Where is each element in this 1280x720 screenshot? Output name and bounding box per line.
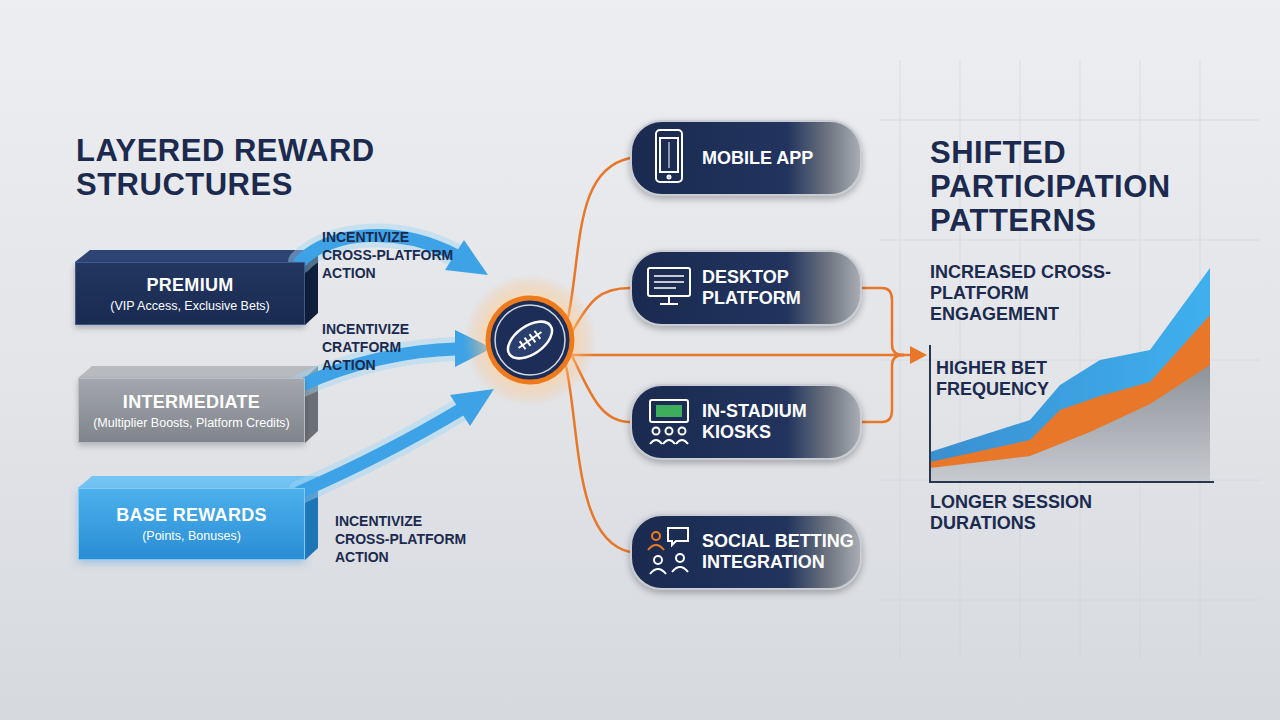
person-head [654, 556, 662, 564]
tier-box: BASE REWARDS (Points, Bonuses) [78, 488, 305, 560]
node-title: DESKTOP PLATFORM [702, 267, 862, 309]
monitor-row [654, 275, 684, 277]
arrow-body [300, 410, 460, 492]
grid-line [880, 600, 1260, 601]
person-body [650, 440, 688, 444]
arrow-label: INCENTIVIZE CROSS-PLATFORM ACTION [335, 512, 470, 566]
football-body [501, 314, 558, 366]
platform-pill: SOCIAL BETTING INTEGRATION [630, 514, 862, 590]
football-icon [501, 314, 558, 366]
kiosk-field [656, 405, 682, 417]
person-body [672, 567, 688, 572]
arrow-head [450, 389, 494, 426]
chat-bubble [668, 528, 688, 545]
outcome-text: LONGER SESSION DURATIONS [930, 492, 1115, 534]
kiosk-icon [650, 400, 688, 444]
person-head [652, 532, 660, 540]
football-lace [525, 338, 531, 346]
orange-line [566, 366, 630, 552]
chart-area [930, 315, 1210, 482]
monitor-row [654, 287, 676, 289]
tier-box: PREMIUM (VIP Access, Exclusive Bets) [75, 262, 305, 325]
orange-line [572, 354, 912, 357]
section-heading: SHIFTED PARTICIPATION PATTERNS [930, 136, 1230, 238]
hub-ring [495, 305, 565, 375]
box-top-face [78, 366, 318, 378]
monitor-outline [648, 268, 690, 296]
section-heading: LAYERED REWARD STRUCTURES [76, 134, 406, 202]
person-head [666, 428, 673, 435]
kiosk-screen [650, 400, 688, 422]
node-title: SOCIAL BETTING INTEGRATION [702, 531, 862, 573]
football-lace [535, 331, 541, 339]
phone-screen [660, 138, 678, 172]
phone-button [668, 176, 671, 179]
outcome-text: INCREASED CROSS-PLATFORM ENGAGEMENT [930, 262, 1115, 325]
arrow-label: INCENTIVIZE CROSS-PLATFORM ACTION [322, 228, 457, 282]
node-title: MOBILE APP [702, 148, 862, 169]
desktop-icon [648, 268, 690, 304]
football-lace [530, 334, 536, 342]
chart-axis [929, 345, 931, 483]
orange-line [860, 355, 904, 422]
grid-line [880, 120, 1260, 121]
social-icon [648, 528, 688, 574]
node-title: IN-STADIUM KIOSKS [702, 401, 862, 443]
monitor-row [654, 281, 684, 283]
monitor-base [660, 303, 678, 305]
node-title: INTERMEDIATE [123, 392, 260, 413]
arrow-head [910, 346, 927, 364]
person-head [653, 428, 660, 435]
arrow-glow [300, 410, 460, 492]
person-head [679, 428, 686, 435]
phone-outline [656, 130, 682, 182]
chart-axis [929, 481, 1214, 483]
node-subtitle: (Multiplier Boosts, Platform Credits) [93, 416, 290, 430]
person-body [650, 569, 666, 574]
node-title: BASE REWARDS [116, 505, 267, 526]
outcome-text: HIGHER BET FREQUENCY [936, 358, 1071, 400]
hub-glow [464, 274, 596, 406]
orange-line [860, 288, 904, 355]
person-head [676, 554, 684, 562]
node-subtitle: (VIP Access, Exclusive Bets) [110, 299, 270, 313]
person-body [648, 545, 664, 550]
platform-pill: IN-STADIUM KIOSKS [630, 384, 862, 460]
distribution-lines [566, 158, 912, 552]
platform-pill: MOBILE APP [630, 120, 862, 196]
phone-field-line [669, 142, 670, 168]
grid-line [880, 240, 1260, 241]
arrow-label: INCENTIVIZE CRATFORM ACTION [322, 320, 427, 374]
box-top-face [75, 250, 318, 262]
box-top-face [78, 476, 318, 488]
platform-pill: DESKTOP PLATFORM [630, 250, 862, 326]
mobile-icon [656, 130, 682, 182]
tier-box: INTERMEDIATE (Multiplier Boosts, Platform… [78, 378, 305, 443]
football-lace [520, 341, 526, 349]
monitor-stand [668, 296, 670, 303]
grid [880, 60, 1260, 660]
node-title: PREMIUM [146, 275, 233, 296]
hub-circle [488, 298, 572, 382]
node-subtitle: (Points, Bonuses) [142, 529, 241, 543]
